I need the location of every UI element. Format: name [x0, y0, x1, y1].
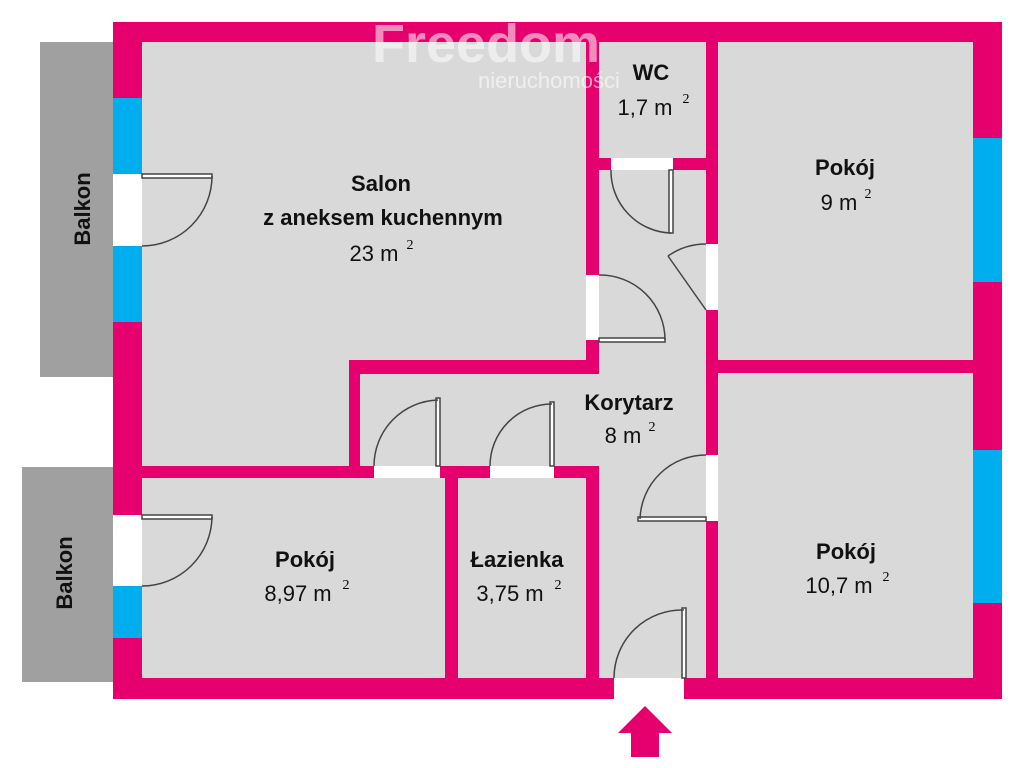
window-pokoj-top-right [973, 138, 1002, 282]
area-superscript: 2 [555, 578, 562, 593]
pokoj-bottom-right-floor [718, 373, 973, 678]
area-superscript: 2 [649, 420, 656, 435]
pokoj-left-door-opening [374, 466, 440, 478]
pokoj-bottom-right-door-opening [706, 455, 718, 521]
wc-floor [599, 42, 706, 158]
room-area: 1,7 m [617, 95, 672, 120]
balcony-bottom [22, 467, 113, 682]
room-pokoj-top-right: Pokój 9 m 2 [815, 155, 875, 215]
window-pokoj-left [113, 586, 142, 638]
room-area: 9 m [821, 190, 858, 215]
room-pokoj-bottom-left: Pokój 8,97 m 2 [264, 547, 349, 606]
entrance-door-opening [614, 678, 684, 699]
window-salon-upper [113, 98, 142, 174]
area-superscript: 2 [683, 92, 690, 107]
room-name: Korytarz [584, 390, 673, 415]
area-superscript: 2 [407, 238, 414, 253]
room-name: Pokój [816, 539, 876, 564]
window-salon-lower [113, 246, 142, 322]
logo-tagline: nieruchomości [478, 68, 620, 93]
balcony-door-bottom-opening [113, 515, 142, 586]
pokoj-top-right-floor [718, 42, 973, 360]
pokoj-bottom-left-floor [142, 478, 445, 678]
window-pokoj-bottom-right [973, 450, 1002, 603]
balcony-bottom-label: Balkon [52, 536, 77, 609]
room-lazienka: Łazienka 3,75 m 2 [471, 547, 565, 606]
room-area: 23 m [350, 241, 399, 266]
room-name: Salon [351, 171, 411, 196]
pokoj-bottom-right-door [637, 454, 707, 522]
entrance-arrow-icon [618, 706, 672, 757]
balcony-top [40, 42, 113, 377]
room-area: 10,7 m [805, 573, 872, 598]
wc-door-opening [611, 158, 673, 170]
balcony-door-bottom [141, 514, 213, 587]
room-name: Pokój [275, 547, 335, 572]
balcony-door-top-opening [113, 174, 142, 246]
room-name-line-2: z aneksem kuchennym [263, 205, 503, 230]
room-area: 8 m [605, 423, 642, 448]
salon-door [598, 274, 666, 343]
room-name: Łazienka [471, 547, 565, 572]
room-name: Pokój [815, 155, 875, 180]
balcony-top-label: Balkon [70, 172, 95, 245]
room-korytarz: Korytarz 8 m 2 [584, 390, 673, 448]
lazienka-door [489, 401, 555, 467]
entrance-door [613, 607, 687, 679]
salon-door-opening [586, 275, 599, 340]
room-salon: Salon z aneksem kuchennym 23 m 2 [263, 171, 503, 266]
balcony-door-top [141, 173, 213, 247]
korytarz-floor [360, 170, 706, 678]
room-wc: WC 1,7 m 2 [617, 60, 689, 120]
salon-floor [142, 42, 586, 466]
lazienka-door-opening [490, 466, 554, 478]
area-superscript: 2 [883, 570, 890, 585]
room-pokoj-bottom-right: Pokój 10,7 m 2 [805, 539, 889, 598]
logo-brand: Freedom [372, 14, 600, 74]
area-superscript: 2 [343, 578, 350, 593]
lazienka-floor [458, 478, 586, 678]
room-area: 8,97 m [264, 581, 331, 606]
watermark-logo: Freedom nieruchomości [372, 14, 620, 93]
room-name: WC [633, 60, 670, 85]
room-area: 3,75 m [476, 581, 543, 606]
pokoj-top-right-door [667, 243, 707, 311]
area-superscript: 2 [865, 187, 872, 202]
pokoj-top-right-door-opening [706, 244, 718, 310]
wc-door [610, 169, 674, 234]
pokoj-left-door [373, 397, 441, 467]
